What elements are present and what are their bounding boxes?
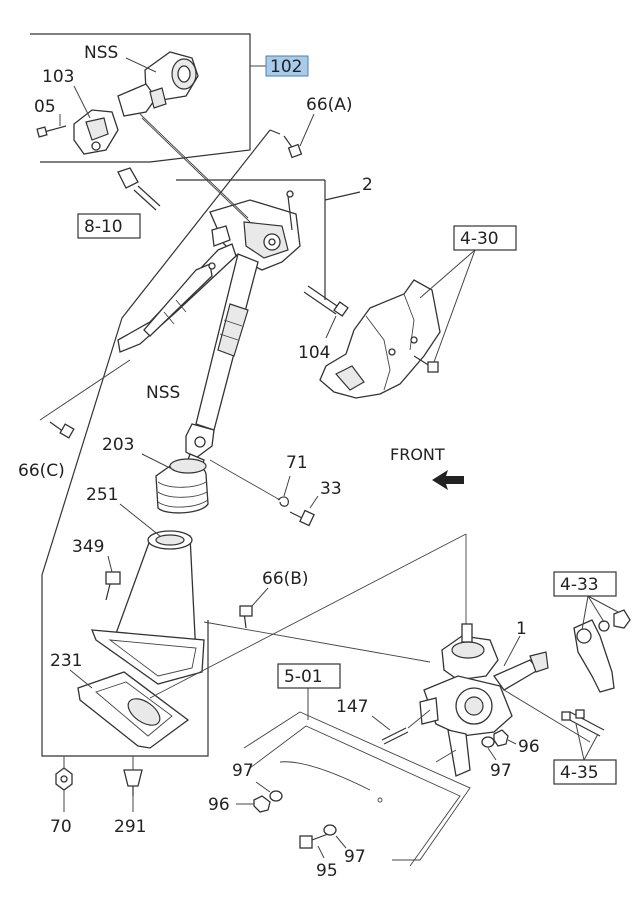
ref-4-30-box[interactable] — [453, 225, 517, 251]
label-96-b: 96 — [208, 795, 230, 815]
label-66c: 66(C) — [18, 461, 65, 481]
label-66a: 66(A) — [306, 95, 353, 115]
column-bracket-arm — [117, 243, 237, 353]
clip-349 — [105, 555, 121, 601]
bolt-95 — [299, 833, 329, 859]
inset-detail — [30, 33, 268, 163]
label-103: 103 — [42, 67, 74, 87]
clip-291 — [123, 756, 143, 812]
label-4-33[interactable]: 4-33 — [560, 575, 599, 595]
ignition-lock-part — [117, 51, 199, 117]
ref-102-highlight — [265, 55, 309, 77]
washer-97-c — [323, 824, 347, 849]
label-95: 95 — [316, 861, 338, 881]
label-349: 349 — [72, 537, 104, 557]
nut-96-a — [493, 729, 517, 747]
tie-rod-bolts — [561, 709, 605, 761]
label-4-35[interactable]: 4-35 — [560, 763, 599, 783]
bolt-66a — [283, 113, 315, 159]
label-97-a: 97 — [232, 761, 254, 781]
label-1: 1 — [516, 619, 527, 639]
label-4-30[interactable]: 4-30 — [460, 229, 499, 249]
ref-8-10-box[interactable] — [77, 213, 141, 239]
bolt-104 — [303, 285, 349, 339]
frame-rail — [243, 688, 471, 867]
label-104: 104 — [298, 343, 330, 363]
label-291: 291 — [114, 817, 146, 837]
column-assembly-frame — [41, 129, 361, 757]
label-5-01[interactable]: 5-01 — [284, 667, 323, 687]
part-103-bracket — [73, 109, 119, 155]
column-upper-bracket — [139, 113, 301, 271]
label-nss-top: NSS — [84, 43, 118, 63]
label-102[interactable]: 102 — [270, 57, 302, 77]
bolt-66b — [239, 587, 269, 629]
column-cover — [319, 279, 441, 399]
stud-147 — [371, 715, 409, 745]
nut-70 — [55, 756, 73, 812]
clip-71 — [277, 475, 291, 507]
steering-gearbox — [419, 623, 549, 777]
label-nss-mid: NSS — [146, 383, 180, 403]
label-203: 203 — [102, 435, 134, 455]
nut-96-b — [236, 795, 271, 813]
screw-05 — [36, 125, 67, 138]
gasket-231 — [69, 669, 190, 749]
ref-5-01-box[interactable] — [277, 663, 341, 689]
label-251: 251 — [86, 485, 118, 505]
label-147: 147 — [336, 697, 368, 717]
label-96-a: 96 — [518, 737, 540, 757]
part-8-10 — [117, 167, 161, 211]
label-66b: 66(B) — [262, 569, 309, 589]
label-front: FRONT — [390, 445, 445, 464]
pitman-arm — [573, 595, 631, 693]
label-8-10[interactable]: 8-10 — [84, 217, 123, 237]
bolt-66c — [39, 359, 131, 439]
label-70: 70 — [50, 817, 72, 837]
front-arrow — [432, 470, 464, 490]
labels: NSS 102 103 05 66(A) 2 8-10 4-30 104 NSS… — [18, 43, 617, 881]
label-97-b: 97 — [490, 761, 512, 781]
ref-4-33-box[interactable] — [553, 571, 617, 597]
label-2: 2 — [362, 175, 373, 195]
washer-97-a — [481, 736, 497, 761]
boot-203 — [141, 453, 209, 514]
label-71: 71 — [286, 453, 308, 473]
label-97-c: 97 — [344, 847, 366, 867]
label-33: 33 — [320, 479, 342, 499]
label-05: 05 — [34, 97, 56, 117]
washer-97-b — [255, 781, 283, 802]
bolt-33 — [289, 495, 319, 527]
label-231: 231 — [50, 651, 82, 671]
ref-4-35-box[interactable] — [553, 759, 617, 785]
boot-251 — [91, 503, 205, 685]
